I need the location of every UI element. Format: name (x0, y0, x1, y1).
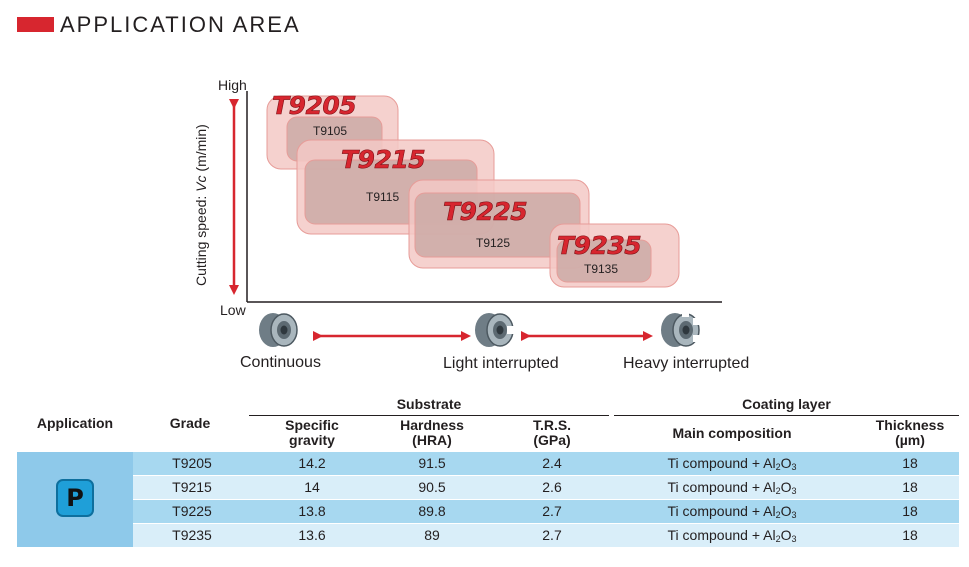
cell-hardness: 90.5 (418, 479, 446, 495)
cell-trs: 2.6 (542, 479, 562, 495)
grade-label-t9225: T9225 (443, 197, 528, 226)
subscript-3: 3 (791, 462, 797, 472)
y-axis-label-prefix: Cutting speed: (193, 191, 209, 286)
subscript-2: 2 (775, 510, 781, 520)
header-hardness-line2: (HRA) (412, 432, 452, 448)
cell-thickness: 18 (902, 479, 918, 495)
oxygen-symbol: O (780, 503, 792, 519)
cell-thickness: 18 (902, 527, 918, 543)
subscript-3: 3 (791, 486, 797, 496)
diagram-graphics (229, 91, 722, 341)
oxygen-symbol: O (780, 527, 792, 543)
subscript-3: 3 (791, 534, 797, 544)
y-axis-label: Cutting speed: Vc (m/min) (193, 124, 209, 286)
subscript-2: 2 (775, 462, 781, 472)
y-axis-label-suffix: (m/min) (193, 124, 209, 176)
substrate-rule (249, 415, 609, 416)
header-specific-gravity-line1: Specific (285, 417, 339, 433)
y-axis-label-var: Vc (193, 175, 209, 192)
oxygen-symbol: O (780, 455, 792, 471)
cell-grade: T9215 (172, 479, 212, 495)
cell-grade: T9235 (172, 527, 212, 543)
cell-specific-gravity: 13.6 (298, 527, 326, 543)
application-area-diagram: High Low Cutting speed: Vc (m/min) T9205… (193, 77, 750, 372)
cell-main-composition: Ti compound + Al2O3 (647, 476, 817, 499)
cell-grade: T9205 (172, 455, 212, 471)
sub-grade-label-t9105: T9105 (313, 124, 348, 138)
cell-hardness: 91.5 (418, 455, 446, 471)
category-heavy-interrupted: Heavy interrupted (623, 355, 750, 372)
header-grade: Grade (169, 415, 211, 431)
subscript-3: 3 (791, 510, 797, 520)
area-t9235 (549, 223, 680, 288)
light-interrupted-cut-tool-icon (475, 313, 514, 347)
sub-grade-label-t9125: T9125 (476, 236, 511, 250)
cell-hardness: 89.8 (418, 503, 446, 519)
cell-hardness: 89 (424, 527, 440, 543)
cell-trs: 2.7 (542, 527, 562, 543)
header-thickness-line1: Thickness (875, 417, 945, 433)
application-cell: P (17, 452, 133, 547)
sub-grade-label-t9115: T9115 (366, 190, 400, 204)
continuous-cut-tool-icon (259, 313, 298, 347)
cell-thickness: 18 (902, 503, 918, 519)
grade-label-t9205: T9205 (272, 91, 357, 120)
table-row: T9225 13.8 89.8 2.7 Ti compound + Al2O3 … (133, 500, 959, 523)
composition-text: Ti compound + Al (667, 455, 776, 471)
category-continuous: Continuous (240, 354, 321, 371)
header-hardness-line1: Hardness (400, 417, 464, 433)
cell-specific-gravity: 14 (304, 479, 320, 495)
heavy-interrupted-cut-tool-icon (661, 311, 700, 347)
cell-specific-gravity: 14.2 (298, 455, 326, 471)
cell-specific-gravity: 13.8 (298, 503, 326, 519)
y-axis-low: Low (220, 302, 246, 318)
table-row: T9235 13.6 89 2.7 Ti compound + Al2O3 18 (133, 524, 959, 547)
composition-text: Ti compound + Al (667, 503, 776, 519)
header-accent-bar (17, 17, 54, 32)
header-substrate: Substrate (396, 396, 462, 412)
subscript-2: 2 (775, 486, 781, 496)
area-t9225 (408, 179, 590, 269)
header-thickness-line2: (µm) (895, 432, 925, 448)
grade-properties-table: Application Grade Substrate Coating laye… (17, 396, 959, 548)
grade-label-t9215: T9215 (341, 145, 426, 174)
composition-text: Ti compound + Al (667, 527, 776, 543)
header-main-composition: Main composition (672, 425, 792, 441)
cell-thickness: 18 (902, 455, 918, 471)
category-light-interrupted: Light interrupted (443, 355, 559, 372)
header-trs-line2: (GPa) (533, 432, 571, 448)
grade-label-t9235: T9235 (557, 231, 642, 260)
cell-trs: 2.4 (542, 455, 562, 471)
cell-main-composition: Ti compound + Al2O3 (647, 524, 817, 547)
header-trs-line1: T.R.S. (532, 417, 572, 433)
cell-grade: T9225 (172, 503, 212, 519)
header-coating-layer: Coating layer (742, 396, 831, 412)
header-specific-gravity-line2: gravity (289, 432, 335, 448)
cell-trs: 2.7 (542, 503, 562, 519)
page-title: APPLICATION AREA (60, 12, 301, 37)
y-axis-high: High (218, 77, 247, 93)
cell-main-composition: Ti compound + Al2O3 (647, 500, 817, 523)
composition-text: Ti compound + Al (667, 479, 776, 495)
coating-rule (614, 415, 959, 416)
header-application: Application (36, 415, 114, 431)
cell-main-composition: Ti compound + Al2O3 (647, 452, 817, 475)
application-p-badge: P (56, 479, 94, 517)
oxygen-symbol: O (780, 479, 792, 495)
sub-grade-label-t9135: T9135 (584, 262, 619, 276)
table-row: T9215 14 90.5 2.6 Ti compound + Al2O3 18 (133, 476, 959, 499)
table-row: T9205 14.2 91.5 2.4 Ti compound + Al2O3 … (133, 452, 959, 475)
subscript-2: 2 (775, 534, 781, 544)
